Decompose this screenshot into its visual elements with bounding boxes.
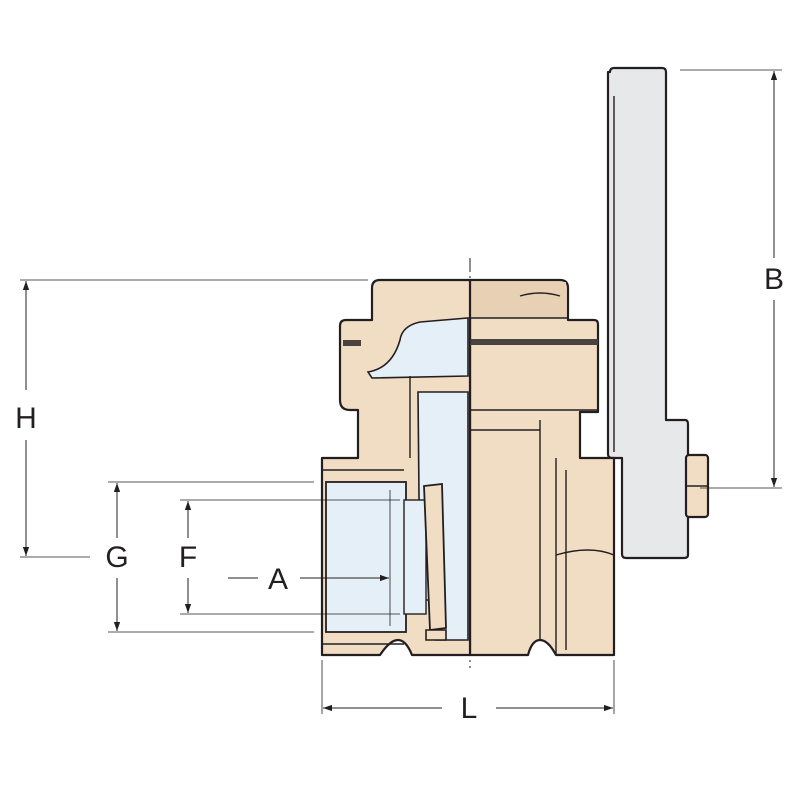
dimension-a: A bbox=[228, 490, 391, 626]
seal-band-right bbox=[470, 339, 598, 345]
label-f: F bbox=[179, 541, 197, 574]
label-a: A bbox=[268, 563, 288, 596]
hex-face-curve bbox=[555, 549, 615, 556]
inner-bore bbox=[403, 499, 427, 615]
seat-foot bbox=[425, 629, 447, 641]
handle-lever bbox=[606, 66, 710, 560]
dimension-g: G bbox=[105, 481, 314, 633]
label-l: L bbox=[461, 692, 478, 725]
ball-seat bbox=[423, 482, 447, 632]
label-b: B bbox=[764, 263, 784, 296]
seal-band-left bbox=[343, 340, 361, 346]
dimension-h: H bbox=[15, 279, 368, 558]
bonnet-curve bbox=[519, 292, 561, 297]
stem-bore bbox=[366, 317, 469, 379]
label-g: G bbox=[105, 541, 128, 574]
dimension-l: L bbox=[321, 660, 615, 725]
left-port-bore bbox=[325, 481, 407, 633]
dimension-f: F bbox=[179, 499, 400, 615]
valve-body bbox=[320, 278, 616, 657]
body-right-half bbox=[468, 278, 616, 657]
bonnet-shade bbox=[472, 282, 566, 318]
label-h: H bbox=[15, 402, 37, 435]
dimension-b: B bbox=[680, 69, 784, 489]
lever-bar bbox=[606, 66, 690, 560]
